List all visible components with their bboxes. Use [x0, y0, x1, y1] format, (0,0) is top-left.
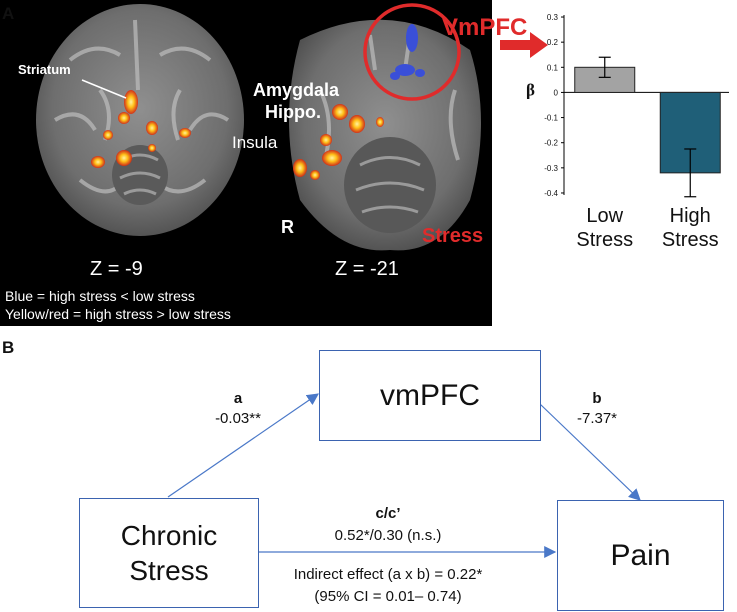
y-tick-label: 0.1 [547, 63, 559, 72]
category-label: Stress [576, 229, 633, 251]
mediator-box: vmPFC [319, 350, 541, 441]
beta-chart-svg: 0.30.20.10-0.1-0.2-0.3-0.4βLowStressHigh… [526, 13, 729, 251]
indirect-effect: Indirect effect (a x b) = 0.22* [293, 566, 483, 583]
label-striatum: Striatum [18, 62, 71, 77]
label-z9: Z = -9 [90, 258, 143, 280]
panel-b-label: B [2, 338, 15, 357]
brain-slice-z9 [36, 4, 244, 236]
y-tick-label: -0.3 [544, 164, 558, 173]
path-c-label: c/c’ [375, 505, 401, 522]
label-insula: Insula [232, 133, 278, 152]
panel-a-label: A [2, 4, 15, 23]
legend-blue: Blue = high stress < low stress [5, 288, 195, 304]
path-b-label: b [592, 390, 602, 407]
y-tick-label: -0.1 [544, 114, 558, 123]
y-tick-label: 0 [554, 88, 559, 97]
blue-cluster-vmpfc [406, 24, 418, 52]
label-vmpfc: VmPFC [442, 14, 528, 41]
label-stress: Stress [422, 225, 484, 247]
label-z21: Z = -21 [335, 258, 399, 280]
label-amygdala: Amygdala [253, 80, 340, 100]
outcome-label: Pain [610, 538, 671, 572]
mediator-label: vmPFC [380, 378, 480, 412]
activation-hippocampus [332, 104, 348, 120]
path-b-value: -7.37* [576, 410, 618, 427]
vmpfc-roi-circle [363, 3, 461, 101]
red-arrow-icon [500, 32, 548, 58]
label-r: R [281, 217, 294, 237]
brain-slice-z21 [289, 3, 481, 251]
y-axis-label: β [526, 80, 535, 99]
path-b-arrow [539, 403, 641, 501]
category-label: High [670, 205, 711, 227]
path-a-value: -0.03** [215, 410, 261, 427]
y-tick-label: 0.3 [547, 13, 559, 22]
category-label: Stress [662, 229, 719, 251]
label-hippocampus: Hippo. [265, 102, 321, 122]
brain-slices-graphic [36, 3, 481, 251]
category-label: Low [586, 205, 623, 227]
brain-image-panel: Striatum Amygdala Hippo. Insula R Z = -9… [0, 0, 528, 326]
predictor-label-line2: Stress [129, 555, 209, 586]
activation-striatum [124, 90, 138, 114]
y-tick-label: 0.2 [547, 38, 559, 47]
predictor-label-line1: Chronic [120, 520, 218, 551]
legend-yellow: Yellow/red = high stress > low stress [5, 306, 231, 322]
confidence-interval: (95% CI = 0.01– 0.74) [314, 588, 462, 605]
outcome-box: Pain [557, 500, 724, 611]
path-c-value: 0.52*/0.30 (n.s.) [334, 527, 442, 544]
path-a-arrow [167, 393, 319, 498]
y-tick-label: -0.4 [544, 189, 558, 198]
path-a-label: a [233, 390, 243, 407]
predictor-box: Chronic Stress [79, 498, 259, 608]
y-tick-label: -0.2 [544, 139, 558, 148]
